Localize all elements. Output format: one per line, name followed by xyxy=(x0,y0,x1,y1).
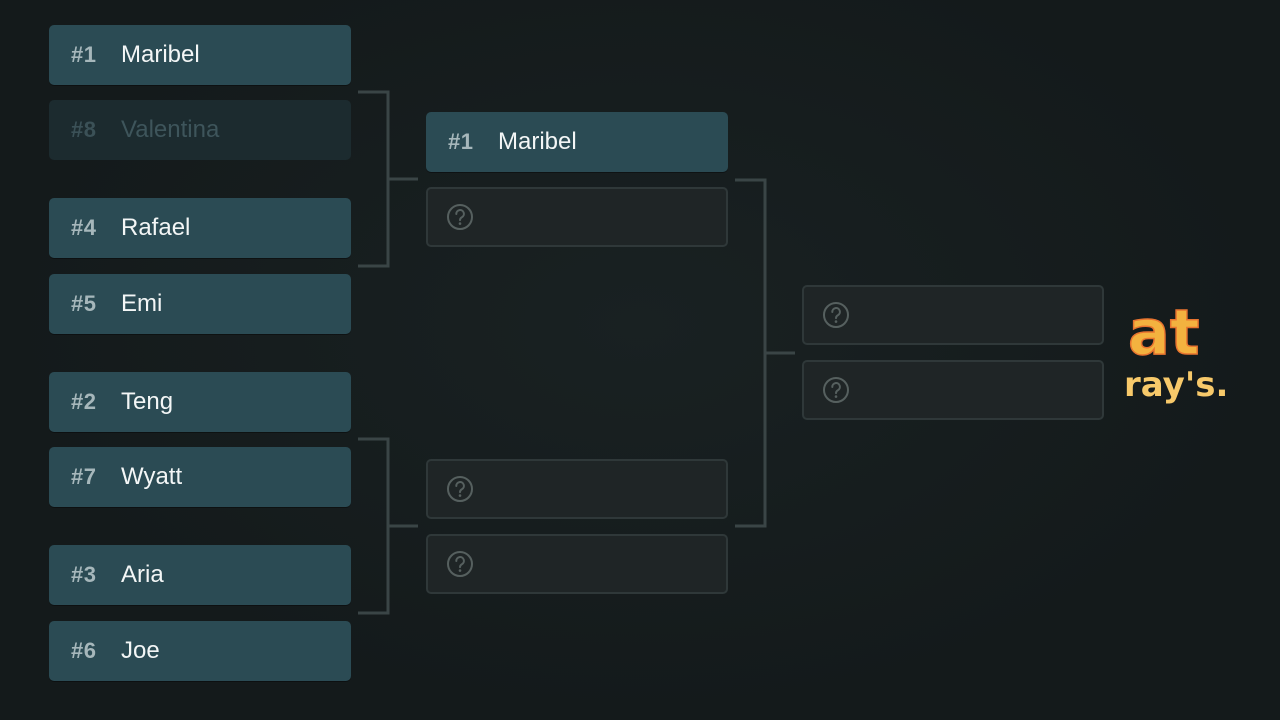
seed-label: #2 xyxy=(71,389,97,414)
round1-slot-3[interactable]: #4 Rafael xyxy=(49,198,351,258)
round1-slot-2-eliminated[interactable]: #8 Valentina xyxy=(49,100,351,160)
player-name: Rafael xyxy=(121,214,191,241)
player-name: Valentina xyxy=(121,116,220,143)
question-circle-icon xyxy=(447,476,473,502)
player-name: Wyatt xyxy=(121,463,183,490)
seed-label: #3 xyxy=(71,562,97,587)
player-name: Maribel xyxy=(498,128,577,155)
connector-r1-bottom xyxy=(358,437,418,615)
round1-slot-7[interactable]: #3 Aria xyxy=(49,545,351,605)
player-name: Teng xyxy=(121,388,174,415)
seed-label: #1 xyxy=(448,129,474,154)
brand-logo: at ray's. xyxy=(1124,295,1228,405)
connector-r1-top xyxy=(358,90,418,268)
logo-line-2: ray's. xyxy=(1124,365,1228,405)
round1-slot-1[interactable]: #1 Maribel xyxy=(49,25,351,85)
round2-slot-2-empty[interactable] xyxy=(426,187,728,247)
seed-label: #6 xyxy=(71,638,97,663)
question-circle-icon xyxy=(823,302,849,328)
seed-label: #1 xyxy=(71,42,97,67)
question-circle-icon xyxy=(447,204,473,230)
final-slot-2-empty[interactable] xyxy=(802,360,1104,420)
round1-slot-5[interactable]: #2 Teng xyxy=(49,372,351,432)
seed-label: #4 xyxy=(71,215,97,240)
player-name: Emi xyxy=(121,290,163,317)
connector-r2 xyxy=(735,178,795,528)
round2-slot-3-empty[interactable] xyxy=(426,459,728,519)
seed-label: #5 xyxy=(71,291,97,316)
round1-slot-6[interactable]: #7 Wyatt xyxy=(49,447,351,507)
round1-slot-4[interactable]: #5 Emi xyxy=(49,274,351,334)
round1-slot-8[interactable]: #6 Joe xyxy=(49,621,351,681)
logo-line-1: at xyxy=(1128,296,1199,369)
question-circle-icon xyxy=(447,551,473,577)
seed-label: #7 xyxy=(71,464,97,489)
seed-label: #8 xyxy=(71,117,97,142)
final-slot-1-empty[interactable] xyxy=(802,285,1104,345)
question-circle-icon xyxy=(823,377,849,403)
player-name: Maribel xyxy=(121,41,200,68)
round2-slot-4-empty[interactable] xyxy=(426,534,728,594)
round2-slot-1[interactable]: #1 Maribel xyxy=(426,112,728,172)
player-name: Aria xyxy=(121,561,164,588)
player-name: Joe xyxy=(121,637,160,664)
